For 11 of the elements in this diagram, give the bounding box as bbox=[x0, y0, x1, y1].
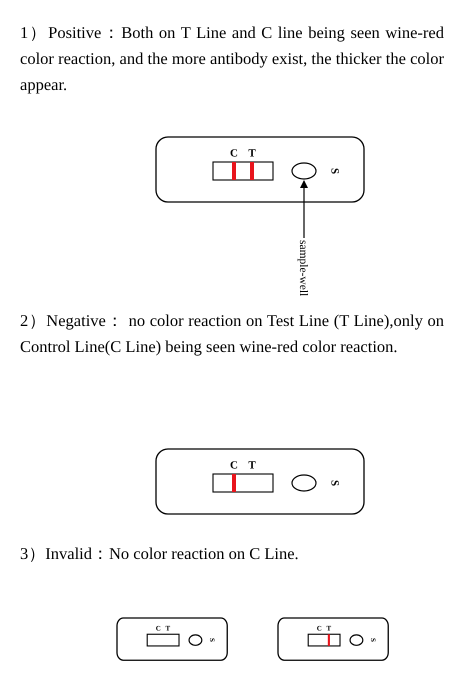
line-letter: T bbox=[248, 460, 256, 472]
result-text: 2）Negative： no color reaction on Test Line (T Line),only on Control Line(C Line) being seen wine-red color reaction. bbox=[20, 310, 444, 358]
leader-line bbox=[300, 180, 308, 238]
result-text: 3）Invalid：No color reaction on C Line. bbox=[20, 543, 300, 565]
line-letter: C bbox=[230, 460, 238, 472]
callout-text: sample-well bbox=[296, 240, 310, 296]
sample-letter: S bbox=[328, 168, 340, 174]
sample-letter: S bbox=[328, 480, 340, 486]
line-letter: T bbox=[248, 148, 256, 160]
line-letter: C bbox=[230, 148, 238, 160]
result-text: 1）Positive：Both on T Line and C line being seen wine-red color reaction, and the more antibody exist, the thicker the color appear. bbox=[20, 22, 444, 96]
